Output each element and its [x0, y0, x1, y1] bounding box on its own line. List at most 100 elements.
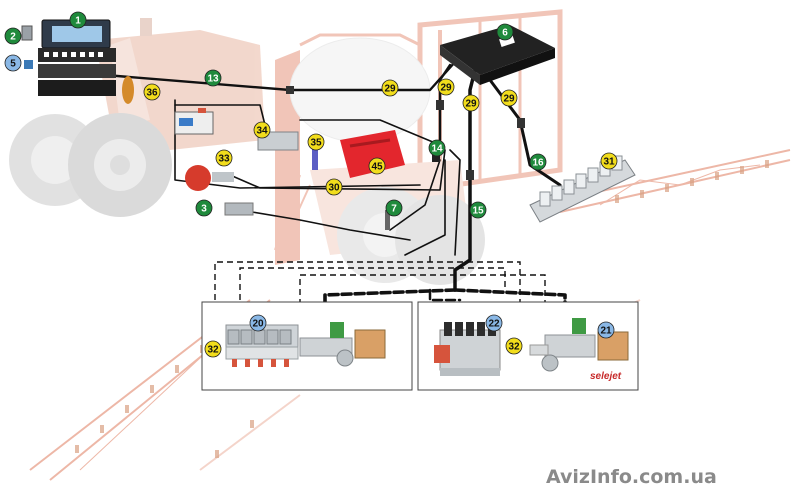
marker-20: 20 — [249, 314, 267, 332]
marker-15: 15 — [469, 201, 487, 219]
marker-16-badge — [529, 153, 547, 171]
marker-6-badge — [496, 23, 514, 41]
marker-29-c: 29 — [462, 94, 480, 112]
marker-21-label: 21 — [600, 326, 612, 337]
component-2-bracket — [21, 25, 33, 41]
marker-21: 21 — [597, 321, 615, 339]
marker-32-a: 32 — [204, 340, 222, 358]
marker-33-label: 33 — [218, 154, 230, 165]
brand-logo-text: selejet — [590, 371, 622, 382]
marker-15-label: 15 — [472, 206, 484, 217]
component-34-valve — [257, 131, 299, 151]
marker-29-a: 29 — [381, 79, 399, 97]
marker-30-label: 30 — [328, 183, 340, 194]
marker-5-badge — [4, 54, 22, 72]
marker-33: 33 — [215, 149, 233, 167]
watermark-text: AvizInfo.com.ua — [546, 466, 717, 488]
marker-22-badge — [485, 314, 503, 332]
marker-29-d-label: 29 — [503, 94, 515, 105]
marker-36: 36 — [143, 83, 161, 101]
marker-29-c-label: 29 — [465, 99, 477, 110]
marker-32-b-badge — [505, 337, 523, 355]
battery — [174, 108, 214, 135]
marker-6: 6 — [496, 23, 514, 41]
marker-3-label: 3 — [201, 204, 207, 215]
marker-7-badge — [385, 199, 403, 217]
section-valve-block-31 — [529, 155, 636, 223]
marker-34: 34 — [253, 121, 271, 139]
marker-14-badge — [428, 139, 446, 157]
marker-30-badge — [325, 178, 343, 196]
marker-45: 45 — [368, 157, 386, 175]
marker-5: 5 — [4, 54, 22, 72]
marker-3: 3 — [195, 199, 213, 217]
marker-1-badge — [69, 11, 87, 29]
marker-36-badge — [143, 83, 161, 101]
marker-29-b-badge — [437, 78, 455, 96]
marker-16: 16 — [529, 153, 547, 171]
marker-6-label: 6 — [502, 28, 508, 39]
marker-5-label: 5 — [10, 59, 16, 70]
marker-29-d: 29 — [500, 89, 518, 107]
marker-35: 35 — [307, 133, 325, 151]
marker-29-d-badge — [500, 89, 518, 107]
marker-2-badge — [4, 27, 22, 45]
marker-35-badge — [307, 133, 325, 151]
marker-32-b-label: 32 — [508, 342, 520, 353]
marker-31-label: 31 — [603, 157, 615, 168]
control-unit-6 — [440, 25, 555, 85]
control-console — [38, 19, 116, 96]
component-45-red-cover — [340, 130, 405, 178]
boom-nozzles — [75, 160, 769, 458]
marker-2: 2 — [4, 27, 22, 45]
marker-15-badge — [469, 201, 487, 219]
component-5-switch — [24, 60, 33, 69]
marker-29-b: 29 — [437, 78, 455, 96]
section-valve-group-21 — [529, 318, 629, 372]
marker-29-a-badge — [381, 79, 399, 97]
marker-31-badge — [600, 152, 618, 170]
component-35-probe — [312, 148, 318, 170]
component-3-sensor — [224, 202, 254, 216]
marker-20-badge — [249, 314, 267, 332]
component-7-probe — [385, 210, 390, 230]
section-valve-group-20 — [225, 322, 386, 367]
marker-29-c-badge — [462, 94, 480, 112]
marker-31: 31 — [600, 152, 618, 170]
marker-13-label: 13 — [207, 74, 219, 85]
marker-32-b: 32 — [505, 337, 523, 355]
marker-13: 13 — [204, 69, 222, 87]
section-valve-group-22 — [434, 322, 501, 376]
marker-14-label: 14 — [431, 144, 443, 155]
marker-7: 7 — [385, 199, 403, 217]
marker-22-label: 22 — [488, 319, 500, 330]
marker-32-a-label: 32 — [207, 345, 219, 356]
marker-45-label: 45 — [371, 162, 383, 173]
marker-7-label: 7 — [391, 204, 397, 215]
marker-16-label: 16 — [532, 158, 544, 169]
cable-ferrules — [286, 86, 525, 180]
marker-1-label: 1 — [75, 16, 81, 27]
marker-32-a-badge — [204, 340, 222, 358]
marker-33-badge — [215, 149, 233, 167]
marker-30: 30 — [325, 178, 343, 196]
marker-2-label: 2 — [10, 32, 16, 43]
marker-22: 22 — [485, 314, 503, 332]
marker-21-badge — [597, 321, 615, 339]
marker-29-a-label: 29 — [384, 84, 396, 95]
marker-45-badge — [368, 157, 386, 175]
marker-13-badge — [204, 69, 222, 87]
marker-36-label: 36 — [146, 88, 158, 99]
marker-1: 1 — [69, 11, 87, 29]
cable-harness — [103, 60, 567, 322]
marker-14: 14 — [428, 139, 446, 157]
marker-34-badge — [253, 121, 271, 139]
marker-20-label: 20 — [252, 319, 264, 330]
component-36-sensor — [122, 76, 134, 104]
marker-29-b-label: 29 — [440, 83, 452, 94]
marker-3-badge — [195, 199, 213, 217]
component-33-flowmeter — [185, 165, 234, 191]
